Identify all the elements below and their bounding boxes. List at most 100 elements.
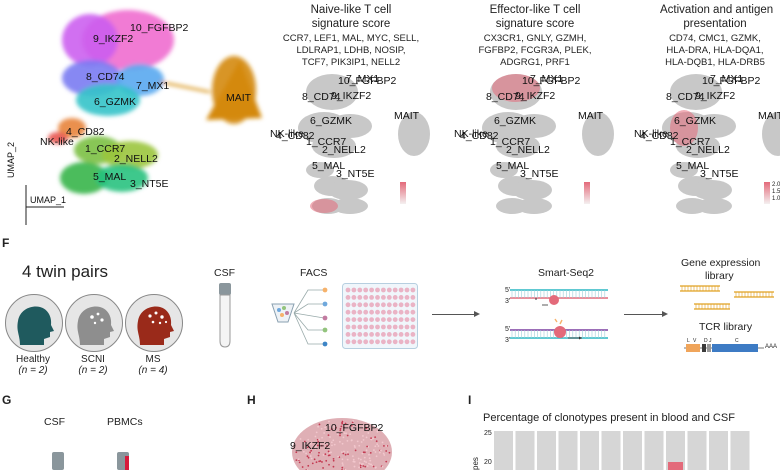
h-cell-dot <box>373 449 375 451</box>
h-cell-dot <box>340 425 343 428</box>
h-cell-dot <box>372 465 375 468</box>
tcr-polya-tail: AAA <box>765 344 778 350</box>
i-tick-20: 20 <box>484 459 492 466</box>
score-cluster-label: 3_NT5E <box>700 168 739 180</box>
h-cell-dot <box>310 449 313 452</box>
donor-n-healthy: (n = 2) <box>18 365 48 376</box>
h-cell-dot <box>324 426 327 429</box>
h-cell-dot <box>388 451 391 454</box>
plate-well <box>345 309 351 315</box>
plate-well <box>351 332 357 337</box>
score-cluster-label: 4_CD82 <box>640 130 679 142</box>
h-cell-dot <box>368 457 371 460</box>
gex-label-1: Gene expression <box>681 257 761 269</box>
plate-well <box>392 332 398 337</box>
h-cell-dot <box>328 451 331 454</box>
score-genes-2: CD74, CMC1, GZMK,HLA-DRA, HLA-DQA1,HLA-D… <box>665 33 765 68</box>
h-cell-dot <box>302 450 305 453</box>
plate-well <box>363 332 369 337</box>
csf-label: CSF <box>214 267 235 279</box>
score-legend-bar <box>400 182 406 204</box>
facs-label: FACS <box>300 267 328 279</box>
h-cell-dot <box>328 420 330 423</box>
h-cell-dot <box>311 462 314 465</box>
score-cluster-label: NK-like <box>270 128 304 140</box>
h-cell-dot <box>365 461 368 464</box>
plate-well <box>369 339 374 345</box>
score-legend-tick: 2.0 <box>772 182 780 188</box>
plate-well <box>381 302 386 308</box>
h-cell-dot <box>333 443 336 446</box>
i-bar-bg <box>601 431 621 470</box>
plate-well <box>357 287 363 293</box>
h-cell-dot <box>341 442 344 445</box>
tcr-seg-v: V <box>693 338 697 344</box>
score-cluster-label: 5_MAL <box>676 160 710 172</box>
h-cell-dot <box>330 441 333 444</box>
panel-letter-h: H <box>247 393 256 407</box>
h-cell-dot <box>318 438 320 441</box>
plate-well <box>369 309 374 315</box>
score-cluster-label: 1_CCR7 <box>306 136 347 148</box>
h-cell-dot <box>314 445 317 448</box>
cluster-blob-nk <box>48 132 68 144</box>
score-cluster-label: NK-like <box>454 128 488 140</box>
h-cell-dot <box>317 441 320 443</box>
h-cell-dot <box>326 428 329 431</box>
h-cell-dot <box>332 465 335 468</box>
panel-letter-i: I <box>468 393 472 407</box>
plate-well <box>363 295 369 300</box>
h-cell-dot <box>362 425 365 428</box>
plate-well <box>345 317 351 322</box>
score-cluster-label: 3_NT5E <box>336 168 375 180</box>
h-cell-dot <box>339 429 342 432</box>
h-cell-dot <box>369 451 372 454</box>
plate-well <box>369 302 374 308</box>
plate-well <box>386 295 392 300</box>
flow-arrow-1-head <box>474 311 480 317</box>
h-cell-dot <box>364 465 367 468</box>
score-cluster-label: 10_FGFBP2 <box>522 75 581 87</box>
score-genes-0: CCR7, LEF1, MAL, MYC, SELL,LDLRAP1, LDHB… <box>282 33 420 68</box>
h-cell-dot <box>341 458 344 461</box>
h-cell-dot <box>348 424 351 427</box>
score-grey-blob <box>306 74 358 110</box>
h-cell-dot <box>342 436 345 439</box>
plate-well <box>375 317 380 322</box>
h-cell-dot <box>346 434 349 437</box>
plate-well <box>357 317 363 322</box>
h-cell-dot <box>314 447 317 450</box>
score-cluster-label: 1_CCR7 <box>670 136 711 148</box>
plate-well <box>404 309 410 315</box>
plate-well <box>386 317 392 322</box>
plate-well <box>392 302 398 308</box>
h-cell-dot <box>344 422 347 425</box>
h-cell-dot <box>374 451 377 453</box>
donor-n-ms: (n = 4) <box>138 365 168 376</box>
plate-well <box>351 287 357 293</box>
score-grey-blob <box>692 180 732 200</box>
h-cell-dot <box>321 436 323 439</box>
umap-y-label: UMAP_1 <box>30 195 67 205</box>
score-cluster-label: NK-like <box>634 128 668 140</box>
plate-well <box>375 339 380 345</box>
plate-well <box>410 295 416 300</box>
plate-well <box>357 309 363 315</box>
score-grey-blob <box>696 198 732 214</box>
plate-well <box>404 287 410 293</box>
h-cell-dot <box>352 420 355 422</box>
main-cluster-label-1: 9_IKZF2 <box>93 33 134 45</box>
score-grey-blob <box>398 112 430 156</box>
i-bar-chart <box>494 431 750 470</box>
i-bar-value <box>668 462 683 470</box>
plate-well <box>351 295 357 300</box>
plate-well <box>404 332 410 337</box>
plate-well <box>351 309 357 315</box>
h-cell-dot <box>343 450 345 453</box>
plate-well <box>404 339 410 345</box>
h-cell-dot <box>357 457 360 460</box>
score-grey-blob <box>496 134 540 158</box>
score-umap-2 <box>662 74 780 214</box>
h-cell-dot <box>341 420 344 423</box>
h-cell-dot <box>329 436 331 438</box>
